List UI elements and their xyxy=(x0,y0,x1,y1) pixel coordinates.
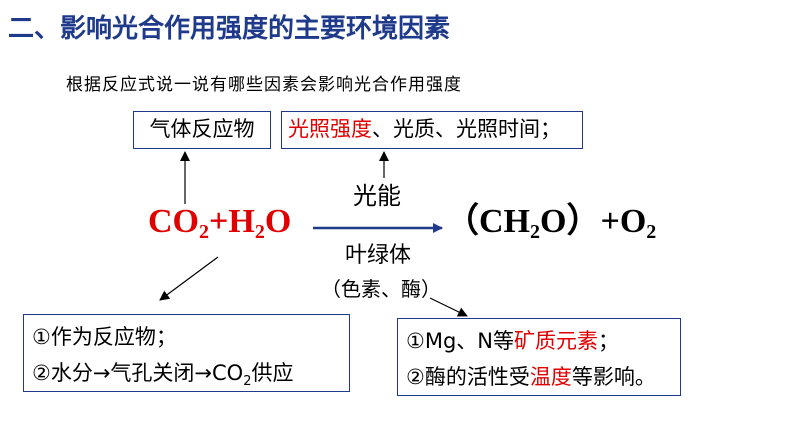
water-line-2-end: 供应 xyxy=(251,361,294,385)
temperature-highlight: 温度 xyxy=(529,365,572,389)
light-factors-rest: 、光质、光照时间； xyxy=(372,117,561,141)
water-line-2-text: ②水分→气孔关闭→CO xyxy=(32,361,244,385)
co-text: CO xyxy=(148,203,199,240)
o-text: O xyxy=(264,203,292,240)
water-factors-box: ①作为反应物； ②水分→气孔关闭→CO2供应 xyxy=(23,314,350,392)
light-intensity-highlight: 光照强度 xyxy=(288,117,372,141)
mineral-line-1: ①Mg、N等矿质元素； xyxy=(406,323,672,359)
reactants-formula: CO2+H2O xyxy=(148,200,291,254)
h2-subscript: 2 xyxy=(254,221,265,243)
mineral-line-2-end: 等影响。 xyxy=(571,365,656,389)
mineral-factors-box: ①Mg、N等矿质元素； ②酶的活性受温度等影响。 xyxy=(397,318,681,396)
mineral-line-1-end: ； xyxy=(597,329,619,353)
light-factors-box: 光照强度、光质、光照时间； xyxy=(281,111,583,149)
products-formula: （CH2O）+O2 xyxy=(445,200,656,254)
arrow-to-mineral-box xyxy=(429,297,468,317)
ch-text: （CH xyxy=(445,203,530,240)
plus-h-text: +H xyxy=(209,203,255,240)
ch2-subscript: 2 xyxy=(530,221,540,243)
water-line-1: ①作为反应物； xyxy=(32,325,177,349)
chloroplast-label: 叶绿体 xyxy=(345,243,412,268)
pigment-enzyme-label: （色素、酶） xyxy=(321,277,441,301)
subtitle: 根据反应式说一说有哪些因素会影响光合作用强度 xyxy=(66,75,462,95)
co2-subscript-small: 2 xyxy=(243,374,252,390)
light-energy-label: 光能 xyxy=(353,182,401,210)
gas-reactant-box: 气体反应物 xyxy=(133,111,271,149)
o-plus-o-text: O）+O xyxy=(540,203,647,240)
mineral-elements-highlight: 矿质元素 xyxy=(513,329,598,353)
arrow-to-water-box xyxy=(159,256,219,301)
mineral-line-2: ②酶的活性受温度等影响。 xyxy=(406,359,672,395)
page-title: 二、影响光合作用强度的主要环境因素 xyxy=(8,14,451,44)
o2-subscript: 2 xyxy=(646,221,657,243)
mineral-line-2-text: ②酶的活性受 xyxy=(406,365,530,389)
mineral-line-1-text: ①Mg、N等 xyxy=(406,329,514,353)
co2-subscript: 2 xyxy=(199,221,209,243)
water-line-2: ②水分→气孔关闭→CO2供应 xyxy=(32,355,341,391)
